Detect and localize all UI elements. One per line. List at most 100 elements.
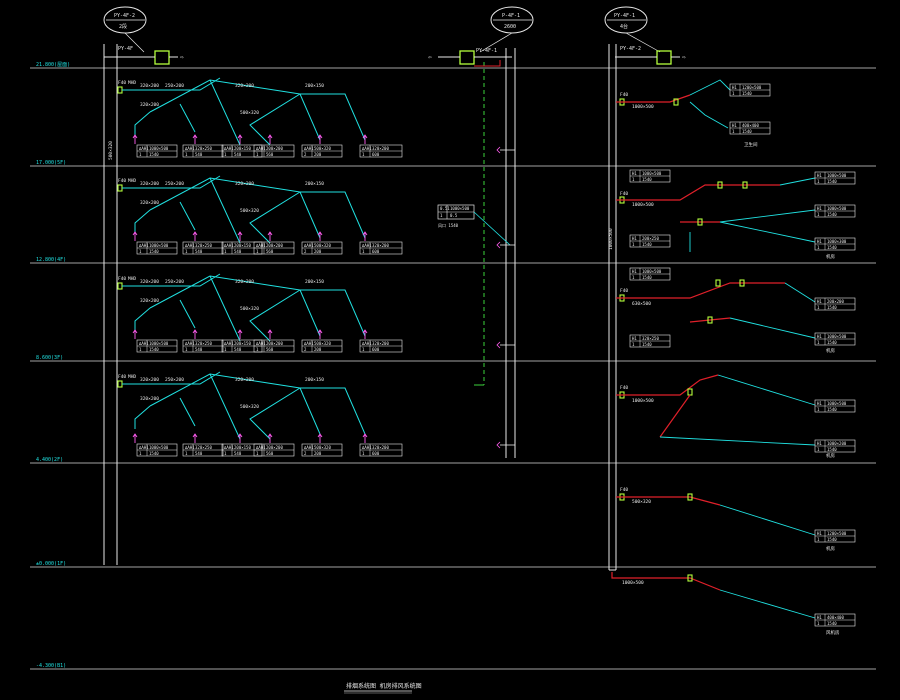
- duct-size-tag: 320×200: [235, 83, 254, 89]
- level-label: 8.600(3F): [36, 355, 63, 361]
- callout-box: 0.51 1000×500 1 0.5 风口 1540: [437, 204, 511, 246]
- spec-box-cell: 540: [234, 249, 242, 254]
- air-outlet-icon: [362, 433, 368, 443]
- air-outlet-icon: [496, 146, 501, 154]
- spec-box-cell: 1: [817, 212, 820, 217]
- spec-box-cell: 500×320: [314, 445, 331, 450]
- riser-bubble: PY-4F-2 2段: [103, 6, 147, 53]
- fan-unit-icon: [459, 50, 475, 65]
- air-outlet-icon: [192, 433, 198, 443]
- room-label: 卫生间: [744, 141, 758, 148]
- spec-box-cell: 1200×500: [742, 85, 762, 90]
- spec-box-cell: 1000×500: [149, 445, 169, 450]
- spec-box-cell: 400×400: [827, 615, 844, 620]
- spec-box-cell: 600: [372, 347, 380, 352]
- branch-duct: [299, 387, 321, 435]
- spec-box-cell: ΔAH1: [362, 445, 372, 450]
- branch-duct: [134, 405, 151, 429]
- spec-box-cell: 540: [195, 347, 203, 352]
- air-outlet-icon: [362, 329, 368, 339]
- air-outlet-icon: [237, 134, 243, 144]
- spec-box-cell: H1: [632, 269, 637, 274]
- spec-box-cell: 400×400: [742, 123, 759, 128]
- air-outlet-icon: [496, 241, 501, 249]
- leader-line: [719, 209, 816, 223]
- duct-size-tag: 1000×500: [632, 398, 654, 404]
- spec-box-cell: 540: [195, 249, 203, 254]
- spec-box-cell: 1: [362, 249, 365, 254]
- spec-box-cell: 540: [195, 451, 203, 456]
- spec-box-cell: ΔAH1: [304, 341, 314, 346]
- fire-damper-icon: [715, 279, 721, 287]
- branch-duct: [209, 275, 241, 342]
- branch-duct: [299, 93, 321, 141]
- duct-size-tag: 1000×500: [632, 202, 654, 208]
- level-label: -4.300(B1): [36, 663, 66, 669]
- main-duct: [149, 177, 366, 239]
- spec-box-cell: H1: [817, 531, 822, 536]
- spec-box-cell: 1: [817, 621, 820, 626]
- spec-box-cell: 1: [139, 451, 142, 456]
- room-label: 风机房: [826, 629, 840, 636]
- duct-size-tag: 250×200: [165, 181, 184, 187]
- spec-box-cell: 200: [314, 249, 322, 254]
- spec-box-cell: 1000×500: [827, 401, 847, 406]
- spec-box-cell: 200×150: [234, 243, 251, 248]
- drawing-title-text: 排烟系统图 机房排风系统图: [346, 682, 422, 690]
- smoke-duct: [611, 572, 721, 591]
- spec-box-cell: 1000×500: [642, 269, 662, 274]
- smoke-duct: [689, 317, 731, 323]
- spec-box-cell: 1540: [827, 447, 837, 452]
- spec-box-cell: 320×250: [195, 445, 212, 450]
- riser-size-tag: 1000×500: [608, 228, 614, 250]
- spec-box-cell: ΔAH1: [256, 341, 266, 346]
- room-label: 机房: [826, 545, 835, 552]
- main-duct: [122, 273, 221, 287]
- duct-size-tag: MHD: [128, 374, 136, 380]
- air-outlet-icon: [192, 134, 198, 144]
- spec-box-cell: 600: [372, 249, 380, 254]
- air-outlet-icon: [267, 231, 273, 241]
- room-label: 机房: [826, 452, 835, 459]
- spec-box-cell: H1: [732, 85, 737, 90]
- fire-damper-icon: [687, 493, 693, 501]
- duct-size-tag: 320×200: [235, 279, 254, 285]
- spec-box-cell: 1540: [827, 340, 837, 345]
- spec-box-cell: ΔAH1: [224, 341, 234, 346]
- main-duct: [149, 275, 366, 337]
- branch-duct: [179, 299, 196, 329]
- spec-box-cell: 1000×500: [149, 341, 169, 346]
- spec-box-cell: H1: [632, 236, 637, 241]
- fire-damper-icon: [687, 388, 693, 396]
- spec-box-cell: 200×200: [266, 243, 283, 248]
- duct-size-tag: MHD: [128, 178, 136, 184]
- spec-box-cell: 1: [224, 347, 227, 352]
- spec-box-cell: 1: [185, 451, 188, 456]
- duct-size-tag: 320×200: [140, 200, 159, 206]
- spec-box-cell: 1: [224, 249, 227, 254]
- riser-label: P-4F-1: [502, 13, 520, 19]
- branch-duct: [249, 289, 301, 342]
- air-outlet-icon: [267, 134, 273, 144]
- duct-size-tag: 320×200: [140, 396, 159, 402]
- duct-size-tag: F40: [620, 92, 628, 98]
- spec-box-cell: 200×200: [266, 341, 283, 346]
- spec-box-cell: 200×250: [642, 236, 659, 241]
- air-outlet-icon: [192, 231, 198, 241]
- floor-level-lines: [30, 67, 876, 670]
- spec-box-cell: 1: [817, 179, 820, 184]
- spec-box-cell: H1: [817, 206, 822, 211]
- branch-duct: [179, 397, 196, 427]
- leader-line: [784, 282, 816, 303]
- spec-box-cell: 200×200: [266, 445, 283, 450]
